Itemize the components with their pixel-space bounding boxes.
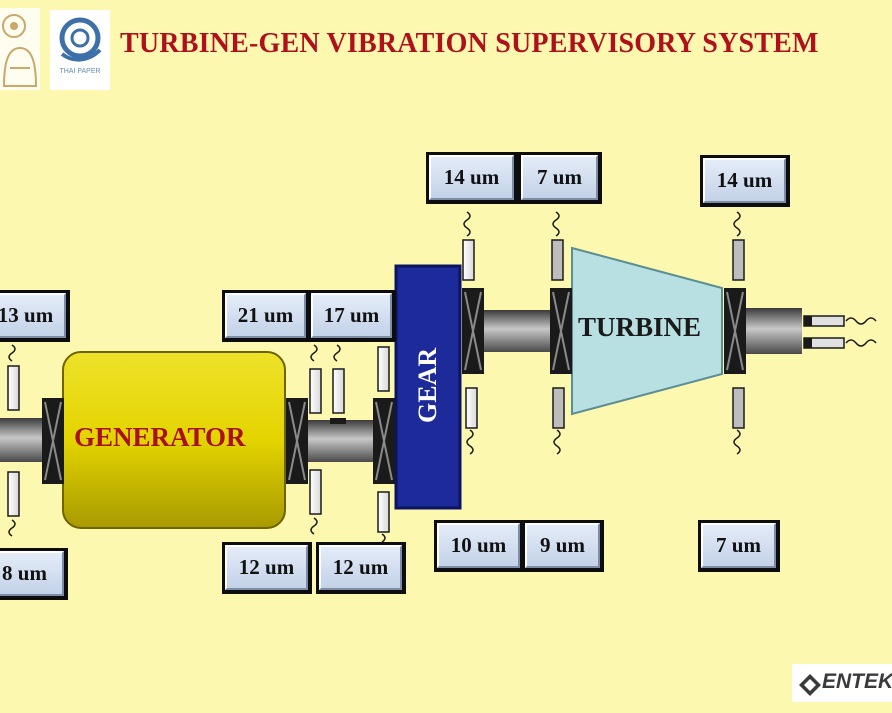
reading-turbine-top[interactable]: 14 um xyxy=(700,155,790,207)
generator-left-shaft xyxy=(0,418,45,462)
entek-diamond-icon xyxy=(799,674,821,696)
probe-gear-input-bottom xyxy=(377,491,390,543)
bearing-generator-outboard xyxy=(42,398,64,484)
gear-body xyxy=(394,264,462,510)
reading-gen-inboard-top-1[interactable]: 21 um xyxy=(222,290,310,342)
probe-gen-outboard-top xyxy=(7,344,20,411)
probe-gen-inboard-top-2 xyxy=(332,344,345,414)
entek-brand: ENTEK xyxy=(822,670,892,693)
bearing-gear-input xyxy=(373,398,395,484)
bearing-turbine-inlet xyxy=(550,288,572,374)
turbine-label: TURBINE xyxy=(578,312,702,342)
reading-gen-inboard-bottom-2[interactable]: 12 um xyxy=(316,542,406,594)
thai-paper-icon xyxy=(59,17,102,62)
reading-gen-outboard-top[interactable]: 13 um xyxy=(0,290,70,342)
probe-turbine-outlet-bottom xyxy=(732,387,745,455)
coupling-marker xyxy=(330,418,346,424)
reading-gear-bottom-2[interactable]: 9 um xyxy=(522,520,604,572)
thai-paper-text: THAI PAPER xyxy=(59,68,101,75)
bearing-gear-output xyxy=(462,288,484,374)
reading-gear-top-1[interactable]: 14 um xyxy=(426,152,518,204)
page-title: TURBINE-GEN VIBRATION SUPERVISORY SYSTEM xyxy=(120,28,819,59)
gear-turbine-shaft xyxy=(480,310,560,352)
probe-gen-outboard-bottom xyxy=(7,471,20,537)
reading-turbine-bottom[interactable]: 7 um xyxy=(698,520,780,572)
probe-turbine-inlet-bottom xyxy=(552,387,565,455)
gear-label: GEAR xyxy=(413,347,442,423)
generator-gear-shaft xyxy=(300,420,380,462)
reading-gen-outboard-bottom[interactable]: 8 um xyxy=(0,548,68,600)
emblem-logo xyxy=(0,8,40,90)
reading-gear-top-2[interactable]: 7 um xyxy=(518,152,602,204)
probe-turbine-inlet-top xyxy=(551,211,564,281)
reading-gen-inboard-bottom-1[interactable]: 12 um xyxy=(222,542,312,594)
probe-turbine-outlet-top xyxy=(732,211,745,281)
reading-gear-bottom-1[interactable]: 10 um xyxy=(434,520,524,572)
probe-gear-input-top xyxy=(377,346,390,392)
bearing-generator-inboard xyxy=(286,398,308,484)
bearing-turbine-outlet xyxy=(724,288,746,374)
reading-gen-inboard-top-2[interactable]: 17 um xyxy=(308,290,396,342)
entek-logo: ENTEK xyxy=(792,664,892,702)
probe-gen-inboard-bottom-1 xyxy=(309,469,322,535)
generator-label: GENERATOR xyxy=(74,422,246,452)
turbine-right-shaft xyxy=(740,308,802,354)
probe-gear-output-top xyxy=(462,211,475,281)
probe-gen-inboard-top-1 xyxy=(309,344,322,414)
thai-paper-logo: THAI PAPER xyxy=(50,10,110,90)
probe-gear-output-bottom xyxy=(465,387,478,455)
axial-probe-upper xyxy=(803,315,877,327)
emblem-icon xyxy=(2,14,38,87)
axial-probe-lower xyxy=(803,337,877,349)
